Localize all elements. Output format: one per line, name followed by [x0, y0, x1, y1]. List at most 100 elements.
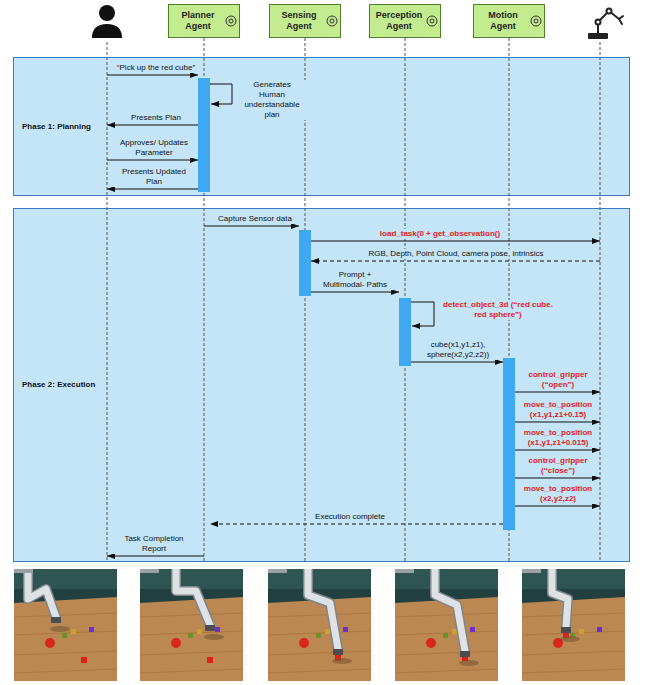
phase-title: Phase 2: Execution — [22, 380, 95, 390]
message-arrow — [107, 189, 198, 190]
robot-arm-outline — [308, 569, 338, 649]
wood-grain — [140, 613, 243, 617]
green-cube — [443, 633, 448, 638]
function-call-label: move_to_position (x2,y2,z2) — [518, 484, 598, 504]
activation-bar — [198, 78, 210, 192]
scene-photo — [395, 569, 498, 681]
message-label: Presents Plan — [129, 113, 183, 123]
robot-arm — [552, 569, 568, 627]
yellow-cube — [71, 629, 76, 634]
message-label: Task Completion Report — [112, 534, 196, 554]
robot-arm-outline — [176, 569, 210, 625]
message-label-box: RGB, Depth, Point Cloud, camera pose, in… — [322, 249, 590, 259]
robot-gripper — [460, 651, 470, 657]
message-arrow — [204, 226, 299, 227]
wood-grain — [522, 631, 625, 635]
photo-background — [395, 569, 498, 681]
wood-grain — [395, 669, 498, 673]
agent-box: Planner Agent — [168, 4, 240, 38]
arm-shadow — [50, 626, 70, 632]
robot-arm-outline — [435, 569, 465, 651]
robot-arm — [308, 569, 338, 649]
robot-mount — [140, 569, 159, 573]
message-label: Execution complete — [313, 512, 387, 522]
wood-grain — [140, 631, 243, 635]
robot-arm — [435, 569, 465, 651]
message-arrow — [107, 556, 204, 557]
table-top — [522, 597, 625, 681]
function-call-label: move_to_position (x1,y1,z1+0.015) — [518, 428, 598, 448]
robot-mount — [268, 569, 287, 573]
photo-wall — [395, 569, 498, 589]
wood-grain — [268, 631, 371, 635]
agent-icon — [427, 16, 437, 26]
message-label-box: “Pick up the red cube” — [110, 63, 202, 73]
message-label-box: Execution complete — [300, 512, 400, 522]
message-arrow — [210, 524, 503, 525]
robot-gripper — [51, 617, 61, 623]
message-arrow — [107, 160, 198, 161]
scene-photo — [268, 569, 371, 681]
message-label: Approves/ Updates Parameter — [112, 138, 196, 158]
message-arrow — [107, 125, 198, 126]
scene-photo — [522, 569, 625, 681]
message-arrow — [411, 362, 503, 363]
robot-arm-outline — [552, 569, 568, 627]
red-sphere — [299, 638, 309, 648]
robot-arm-outline — [28, 569, 56, 617]
robot-icon-joint — [596, 20, 601, 25]
robot-mount — [522, 569, 541, 573]
table-top — [395, 597, 498, 681]
message-label-box: move_to_position (x2,y2,z2) — [518, 484, 598, 504]
robot-gripper — [561, 627, 571, 633]
photo-background — [14, 569, 117, 681]
message-label: “Pick up the red cube” — [115, 63, 197, 73]
activation-bar — [399, 298, 411, 366]
message-arrow — [515, 450, 600, 451]
message-arrow — [411, 302, 434, 326]
lifeline — [204, 38, 205, 562]
message-arrow — [311, 241, 600, 242]
photo-background — [268, 569, 371, 681]
agent-name: Perception Agent — [374, 10, 424, 32]
wood-grain — [522, 651, 625, 655]
red-sphere — [45, 638, 55, 648]
table-top — [140, 597, 243, 681]
agent-box: Sensing Agent — [269, 4, 341, 38]
robot-arm — [28, 569, 56, 617]
arm-shadow — [560, 636, 580, 642]
wood-grain — [140, 669, 243, 673]
agent-name: Sensing Agent — [274, 10, 324, 32]
wood-grain — [268, 651, 371, 655]
phase-band: Phase 1: Planning — [13, 57, 630, 196]
message-arrow — [515, 422, 600, 423]
agent-icon-core — [330, 19, 334, 23]
wood-grain — [14, 613, 117, 617]
message-label: Generates Human understandable plan — [238, 80, 306, 120]
purple-cube — [343, 627, 348, 632]
wood-grain — [395, 631, 498, 635]
robot-arm — [176, 569, 210, 625]
agent-icon-core — [534, 19, 538, 23]
activation-bar — [503, 358, 515, 530]
message-arrow — [311, 292, 399, 293]
robot-icon-arm — [598, 11, 619, 34]
red-cube — [81, 657, 87, 663]
wood-grain — [395, 651, 498, 655]
green-cube — [188, 633, 193, 638]
photo-background — [522, 569, 625, 681]
arm-shadow — [459, 660, 479, 666]
activation-bar — [299, 230, 311, 296]
lifeline — [405, 38, 406, 562]
message-label: Prompt + Multimodal- Paths — [315, 270, 395, 290]
robot-icon-base — [589, 34, 607, 38]
robot-mount — [395, 569, 414, 573]
message-arrow — [515, 392, 600, 393]
red-cube — [207, 657, 213, 663]
table-top — [268, 597, 371, 681]
photo-background — [140, 569, 243, 681]
agent-box: Motion Agent — [473, 4, 545, 38]
function-call-label: detect_object_3d (“red cube. red sphere”… — [438, 300, 558, 320]
wood-grain — [268, 613, 371, 617]
